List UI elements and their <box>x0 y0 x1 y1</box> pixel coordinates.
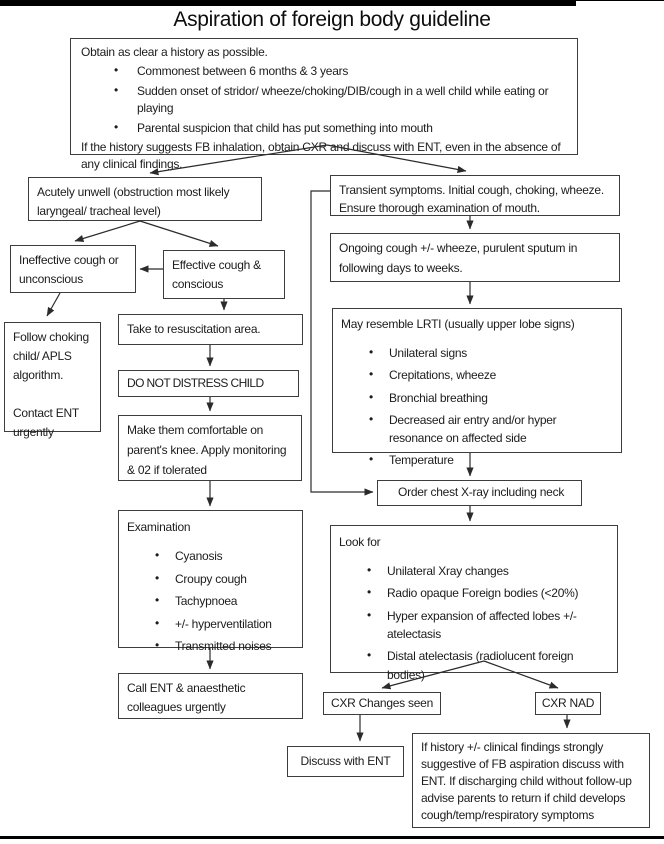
follow-choking-line1: Follow choking child/ APLS algorithm. <box>13 330 89 383</box>
bullet-item: Commonest between 6 months & 3 years <box>81 62 567 80</box>
may-resemble-title: May resemble LRTI (usually upper lobe si… <box>341 317 575 331</box>
bullet-item: Bronchial breathing <box>341 388 613 408</box>
look-for-title: Look for <box>339 535 381 549</box>
history-intro: Obtain as clear a history as possible. <box>81 45 268 59</box>
node-take-resus: Take to resuscitation area. <box>118 314 303 345</box>
node-may-resemble: May resemble LRTI (usually upper lobe si… <box>332 308 622 469</box>
bullet-item: Parental suspicion that child has put so… <box>81 119 567 137</box>
node-make-comfortable: Make them comfortable on parent's knee. … <box>118 415 302 481</box>
node-if-history: If history +/- clinical findings strongl… <box>412 733 650 828</box>
arrow-acutely-to-ineffective <box>74 220 141 242</box>
history-outro: If the history suggests FB inhalation, o… <box>81 139 561 172</box>
arrow-acutely-to-effective <box>139 220 219 247</box>
bullet-item: Crepitations, wheeze <box>341 366 613 385</box>
node-do-not-distress: DO NOT DISTRESS CHILD <box>118 370 299 397</box>
top-black-bar <box>0 0 576 6</box>
node-ineffective-cough: Ineffective cough or unconscious <box>10 245 136 293</box>
node-transient: Transient symptoms. Initial cough, choki… <box>330 175 620 216</box>
bullet-item: Unilateral signs <box>341 343 613 363</box>
bullet-item: +/- hyperventilation <box>127 614 294 634</box>
node-history: Obtain as clear a history as possible. C… <box>70 38 578 171</box>
node-call-ent: Call ENT & anaesthetic colleagues urgent… <box>118 673 303 719</box>
node-effective-cough: Effective cough & conscious <box>163 250 285 299</box>
history-bullets: Commonest between 6 months & 3 yearsSudd… <box>81 62 567 137</box>
follow-choking-line2: Contact ENT urgently <box>13 405 79 439</box>
bottom-black-bar <box>0 836 664 839</box>
look-for-bullets: Unilateral Xray changesRadio opaque Fore… <box>339 561 609 684</box>
bullet-item: Sudden onset of stridor/ wheeze/choking/… <box>81 82 567 118</box>
node-follow-choking: Follow choking child/ APLS algorithm. Co… <box>4 322 101 439</box>
node-acutely-unwell: Acutely unwell (obstruction most likely … <box>28 177 262 221</box>
page-title: Aspiration of foreign body guideline <box>173 8 491 31</box>
node-cxr-nad: CXR NAD <box>535 692 601 715</box>
bullet-item: Distal atelectasis (radiolucent foreign … <box>339 646 609 684</box>
node-discuss-ent: Discuss with ENT <box>287 746 404 777</box>
may-resemble-bullets: Unilateral signsCrepitations, wheezeBron… <box>341 343 613 470</box>
bullet-item: Transmitted noises <box>127 636 294 656</box>
node-examination: Examination CyanosisCroupy coughTachypno… <box>118 510 303 655</box>
bullet-item: Croupy cough <box>127 569 294 589</box>
bullet-item: Temperature <box>341 450 613 470</box>
bullet-item: Tachypnoea <box>127 591 294 611</box>
node-cxr-changes: CXR Changes seen <box>323 692 441 715</box>
node-ongoing: Ongoing cough +/- wheeze, purulent sputu… <box>330 233 620 282</box>
bullet-item: Radio opaque Foreign bodies (<20%) <box>339 584 609 603</box>
examination-title: Examination <box>127 520 191 534</box>
node-order-cxr: Order chest X-ray including neck <box>377 480 582 506</box>
bullet-item: Unilateral Xray changes <box>339 561 609 581</box>
arrow-ineffective-to-follow <box>46 292 61 317</box>
bullet-item: Hyper expansion of affected lobes +/- at… <box>339 606 609 644</box>
bullet-item: Decreased air entry and/or hyper resonan… <box>341 410 613 448</box>
node-look-for: Look for Unilateral Xray changesRadio op… <box>330 525 618 682</box>
examination-bullets: CyanosisCroupy coughTachypnoea +/- hyperv… <box>127 546 294 656</box>
bullet-item: Cyanosis <box>127 546 294 566</box>
